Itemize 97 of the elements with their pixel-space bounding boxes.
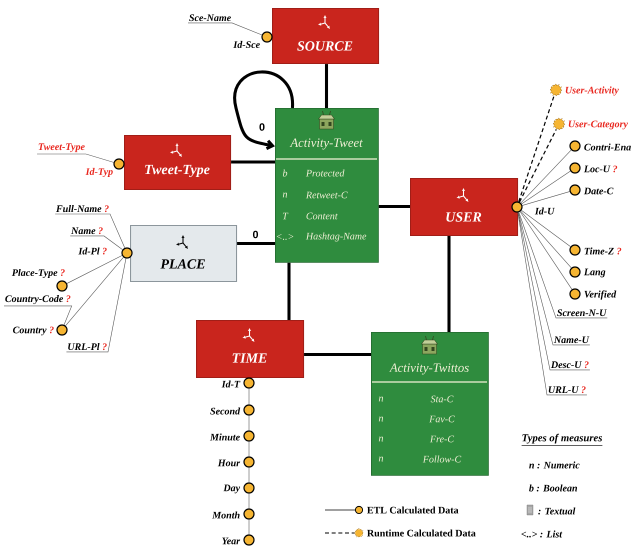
dimension-box: Tweet-Type xyxy=(124,134,232,190)
attribute-line xyxy=(248,441,250,457)
attribute-label: Full-Name ? xyxy=(56,205,109,212)
attribute-label: Day xyxy=(223,484,240,494)
attribute-line xyxy=(522,191,570,206)
attribute-line xyxy=(36,154,114,163)
edge-label: 0 xyxy=(258,122,266,132)
key-label: b : Boolean xyxy=(529,484,578,492)
measure-label: Fav-C xyxy=(429,416,455,422)
attribute-label: Minute xyxy=(210,433,240,441)
measure-label: Fre-C xyxy=(430,436,454,442)
attribute-line xyxy=(4,306,72,326)
attribute-label: Id-Pl ? xyxy=(78,247,107,255)
attribute-line xyxy=(520,150,572,204)
measure-label: Retweet-C xyxy=(306,192,348,198)
attribute-label: Lang xyxy=(584,268,606,278)
attribute-label: Place-Type ? xyxy=(12,268,65,278)
attribute-label: Name ? xyxy=(71,227,103,234)
type-code: T xyxy=(282,212,288,220)
attribute-label: URL-U ? xyxy=(548,386,586,394)
attribute-label: Id-U xyxy=(534,207,555,214)
key-title: Types of measures xyxy=(521,434,603,446)
dimension-box: PLACE xyxy=(130,224,238,282)
dashed-line xyxy=(518,94,555,202)
attribute-line xyxy=(248,415,250,431)
attribute-label: Contri-Ena xyxy=(584,143,631,150)
measure-label: Protected xyxy=(306,169,344,176)
attribute-line xyxy=(66,258,126,352)
attribute-label: Year xyxy=(222,538,240,544)
attribute-label: Name-U xyxy=(554,336,590,344)
attribute-label: Country-Code ? xyxy=(5,295,70,304)
measure-label: Follow-C xyxy=(422,455,462,462)
attribute-label: Screen-N-U xyxy=(557,309,607,316)
type-code: n xyxy=(282,192,288,198)
attribute-label: Id-Sce xyxy=(233,40,260,48)
attribute-line xyxy=(521,210,571,247)
attribute-label: Verified xyxy=(584,290,616,300)
connector-line xyxy=(447,236,451,332)
dimension-box: SOURCE xyxy=(272,8,380,64)
dimension-box: TIME xyxy=(196,320,304,378)
attribute-line xyxy=(188,22,262,36)
attribute-line xyxy=(248,519,250,535)
fact-title: Activity-Twittos xyxy=(389,363,469,375)
attribute-label: Tweet-Type xyxy=(38,143,85,152)
type-code: <..> xyxy=(276,234,294,240)
attribute-label: Date-C xyxy=(584,188,614,194)
dashed-line xyxy=(519,129,557,202)
connector-line xyxy=(324,64,328,108)
attribute-line xyxy=(248,493,250,509)
attribute-label: Second xyxy=(210,407,240,414)
loop-arrow xyxy=(233,70,294,150)
legend-label: Runtime Calculated Data xyxy=(367,529,476,537)
type-code: b xyxy=(282,169,288,176)
attribute-line xyxy=(248,467,250,483)
attribute-label: Desc-U ? xyxy=(550,361,589,368)
key-label: <..> : List xyxy=(521,530,562,538)
type-code: n xyxy=(378,436,384,442)
type-code: n xyxy=(378,396,384,402)
measure-label: Sta-C xyxy=(430,396,454,402)
attribute-line xyxy=(520,211,572,290)
attribute-label: Id-T xyxy=(222,380,240,388)
attribute-label: Time-Z ? xyxy=(584,247,622,255)
attribute-line xyxy=(70,236,123,250)
edge-label: 0 xyxy=(251,229,260,240)
legend-label: ETL Calculated Data xyxy=(367,506,458,514)
attribute-label: Hour xyxy=(218,460,240,466)
measure-label: Content xyxy=(306,212,338,220)
attribute-label: Sce-Name xyxy=(189,14,231,22)
attribute-label: User-Category xyxy=(568,120,628,130)
attribute-line xyxy=(520,210,572,268)
attribute-label: Month xyxy=(212,511,240,518)
connector-line xyxy=(231,160,275,164)
attribute-label: Loc-U ? xyxy=(584,166,618,172)
key-label: n : Numeric xyxy=(529,461,580,469)
connector-line xyxy=(304,352,371,356)
dimension-box: USER xyxy=(410,178,518,236)
attribute-label: URL-Pl ? xyxy=(68,343,107,350)
attribute-line xyxy=(521,170,571,204)
attribute-line xyxy=(248,388,250,405)
fact-title: Activity-Tweet xyxy=(290,138,363,150)
connector-line xyxy=(287,262,291,320)
attribute-line xyxy=(518,212,590,370)
attribute-label: Country ? xyxy=(13,326,54,336)
attribute-line xyxy=(54,214,126,248)
attribute-line xyxy=(518,212,590,346)
attribute-label: Id-Typ xyxy=(86,168,113,178)
key-label: : Textual xyxy=(538,507,576,515)
attribute-line xyxy=(518,212,608,318)
connector-line xyxy=(378,204,410,208)
type-code: n xyxy=(378,416,384,422)
type-code: n xyxy=(378,456,384,462)
measure-label: Hashtag-Name xyxy=(306,232,366,242)
attribute-label: User-Activity xyxy=(566,86,619,96)
connector-line xyxy=(237,242,275,246)
attribute-line xyxy=(66,255,122,284)
attribute-line xyxy=(65,256,124,326)
attribute-line xyxy=(518,212,588,396)
